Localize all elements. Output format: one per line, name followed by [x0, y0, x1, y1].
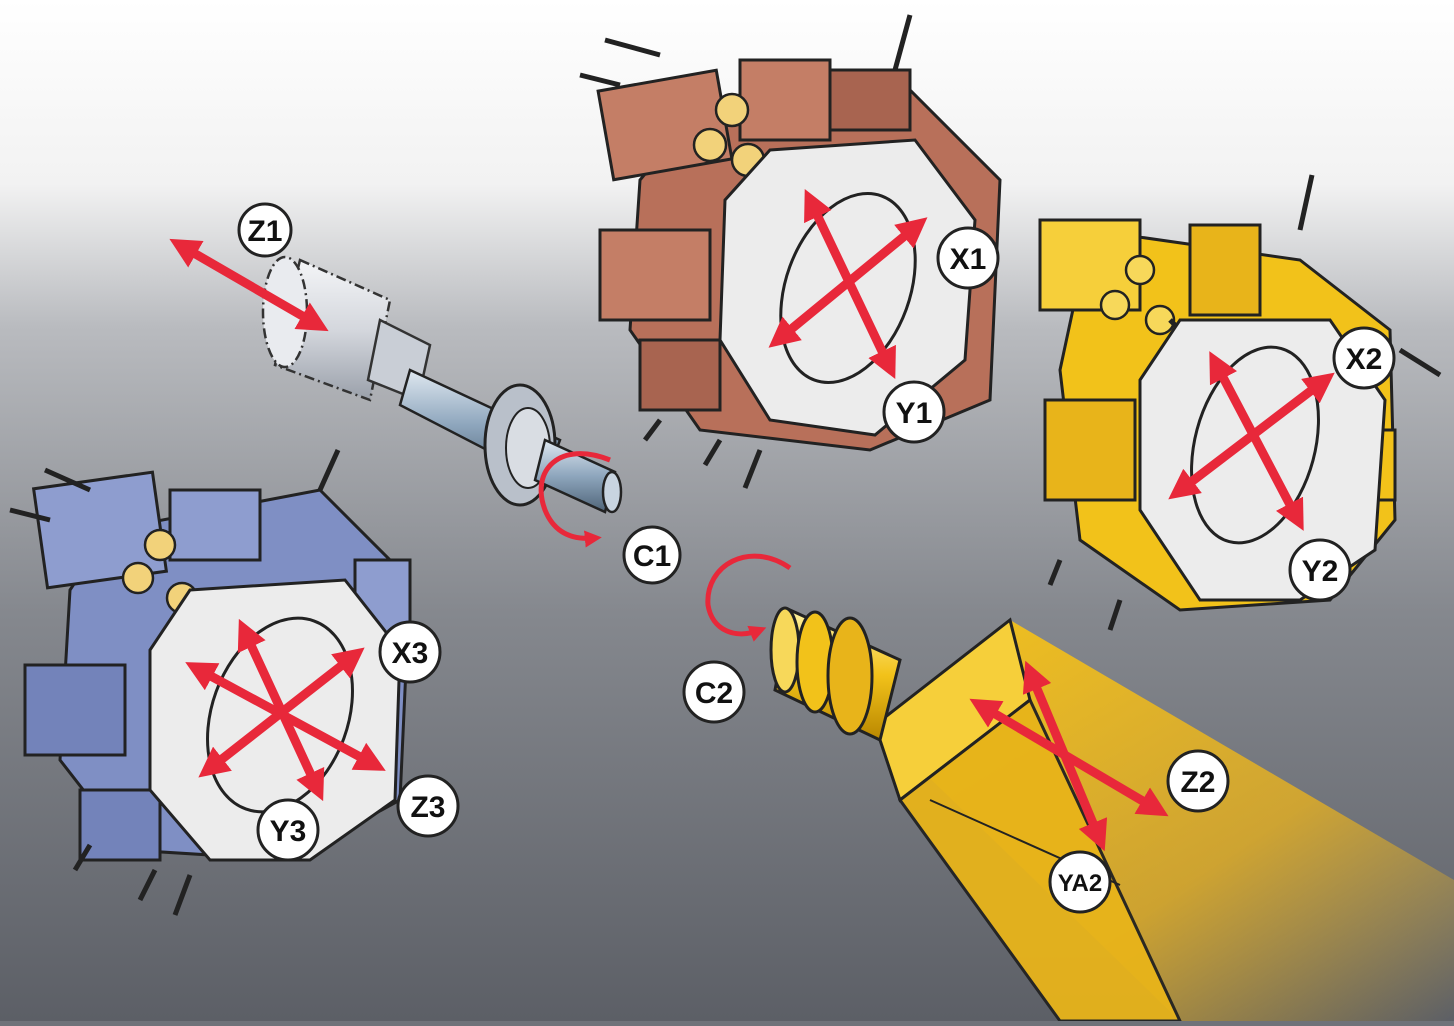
svg-text:Z2: Z2	[1180, 766, 1215, 799]
label-z3: Z3	[398, 776, 458, 836]
label-z1: Z1	[239, 204, 291, 256]
svg-text:C2: C2	[695, 677, 733, 710]
label-x1: X1	[938, 228, 998, 288]
svg-text:Y2: Y2	[1302, 555, 1339, 588]
label-z2: Z2	[1168, 751, 1228, 811]
label-x2: X2	[1334, 328, 1394, 388]
svg-text:Z1: Z1	[247, 215, 282, 248]
svg-text:C1: C1	[633, 540, 671, 573]
label-ya2: YA2	[1050, 852, 1110, 912]
svg-text:Y3: Y3	[270, 815, 307, 848]
label-c2: C2	[684, 662, 744, 722]
svg-text:Y1: Y1	[896, 397, 933, 430]
svg-text:Z3: Z3	[410, 791, 445, 824]
label-y2: Y2	[1290, 540, 1350, 600]
label-y3: Y3	[258, 800, 318, 860]
label-y1: Y1	[884, 382, 944, 442]
svg-text:X1: X1	[950, 243, 987, 276]
label-c1: C1	[624, 527, 680, 583]
svg-text:X3: X3	[392, 637, 429, 670]
label-x3: X3	[380, 622, 440, 682]
svg-text:YA2: YA2	[1058, 870, 1102, 897]
svg-text:X2: X2	[1346, 343, 1383, 376]
